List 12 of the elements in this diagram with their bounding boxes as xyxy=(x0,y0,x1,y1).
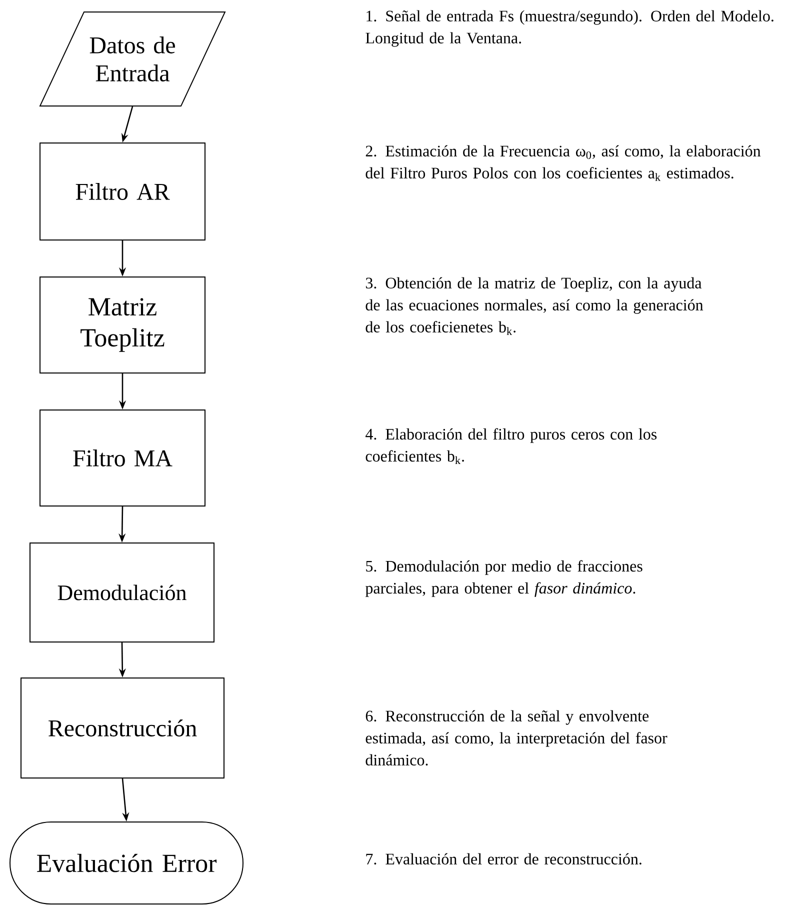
process-box: Demodulación xyxy=(30,542,214,642)
step-description: 7. Evaluación del error de reconstrucción. xyxy=(366,853,642,865)
process-box: Filtro AR xyxy=(40,142,206,240)
process-box: Reconstrucción xyxy=(20,678,224,778)
step-description: 1. Señal de entrada Fs (muestra/segundo). Orden del Modelo. Longitud de la Ventana. xyxy=(366,10,774,47)
step-description: 4. Elaboración del filtro puros ceros con los coeficientes b$_{k}$. xyxy=(366,428,657,464)
process-box: Matriz Toeplitz xyxy=(40,276,206,374)
process-box: Filtro MA xyxy=(40,410,206,506)
step-description: 6. Reconstrucción de la señal y envolvente estimada, así como, la interpretación del fasor dinámico. xyxy=(366,710,668,766)
step-description: 5. Demodulación por medio de fracciones parciales, para obtener el fasor dinámico. xyxy=(365,560,642,597)
step-description: 3. Obtención de la matriz de Toepliz, con la ayuda de las ecuaciones normales, así como la generación de los coeficienetes b$_{k}$. xyxy=(366,277,704,335)
step-description: 2. Estimación de la Frecuencia ω$_{0}$, así como, la elaboración del Filtro Puros Polos con los coeficientes a$_{k}$ estimados. xyxy=(366,145,761,181)
